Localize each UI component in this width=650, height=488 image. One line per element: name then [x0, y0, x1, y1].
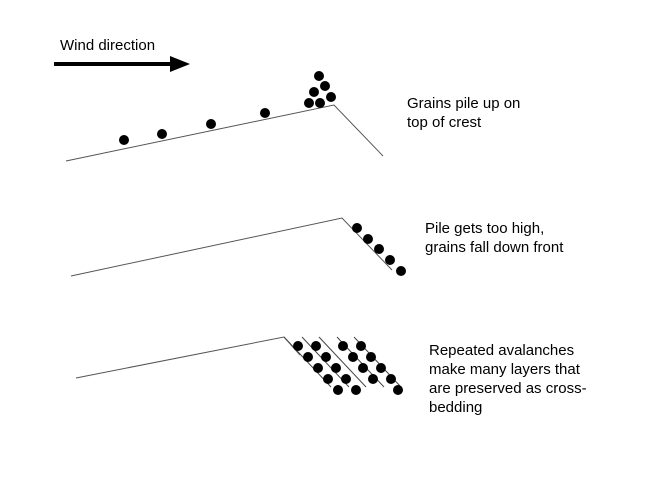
stage-3-grain [386, 374, 396, 384]
stage-3-grain [356, 341, 366, 351]
stage-3-grain [341, 374, 351, 384]
stage-3-grain [331, 363, 341, 373]
stage-1-dune-profile [65, 104, 384, 162]
stage-1-grain [320, 81, 330, 91]
stage-3-grain [376, 363, 386, 373]
stage-3-grain [338, 341, 348, 351]
stage-3-grain [351, 385, 361, 395]
stage-3-grain [323, 374, 333, 384]
stage-1-grain [157, 129, 167, 139]
wind-direction-label: Wind direction [60, 37, 156, 54]
stage-3-grain [293, 341, 303, 351]
stage-3-dune [75, 336, 403, 395]
stage-1-dune [65, 71, 384, 162]
stage-2-grain [385, 255, 395, 265]
stage-3-grain [321, 352, 331, 362]
stage-3-grain [303, 352, 313, 362]
stage-1-grain [304, 98, 314, 108]
stage-2-dune-profile [70, 217, 393, 277]
stage-3-dune-profile [75, 336, 301, 379]
stage-1-caption: Grains pile up on top of crest [407, 95, 521, 131]
stage-1-grain [119, 135, 129, 145]
wind-arrow-head [170, 56, 190, 72]
stage-3-grain [358, 363, 368, 373]
stage-1-grain [260, 108, 270, 118]
stage-3-grain [393, 385, 403, 395]
stage-1-grain [314, 71, 324, 81]
stage-2-dune [70, 217, 406, 277]
stage-1-grain [326, 92, 336, 102]
stage-1-grain [315, 98, 325, 108]
stage-2-caption: Pile gets too high, grains fall down fro… [425, 220, 564, 256]
stage-3-grain [311, 341, 321, 351]
stage-3-grain [313, 363, 323, 373]
stage-3-grain [368, 374, 378, 384]
stage-2-grain [352, 223, 362, 233]
stage-1-grain [206, 119, 216, 129]
stage-3-grain [348, 352, 358, 362]
stage-2-grain [374, 244, 384, 254]
stage-1-grain [309, 87, 319, 97]
stage-3-caption: Repeated avalanches make many layers tha… [429, 342, 587, 416]
stage-2-grain [396, 266, 406, 276]
wind-arrow [54, 56, 190, 72]
stage-3-grain [333, 385, 343, 395]
foreset-layer [318, 336, 367, 388]
stage-3-grain [366, 352, 376, 362]
stage-2-grain [363, 234, 373, 244]
